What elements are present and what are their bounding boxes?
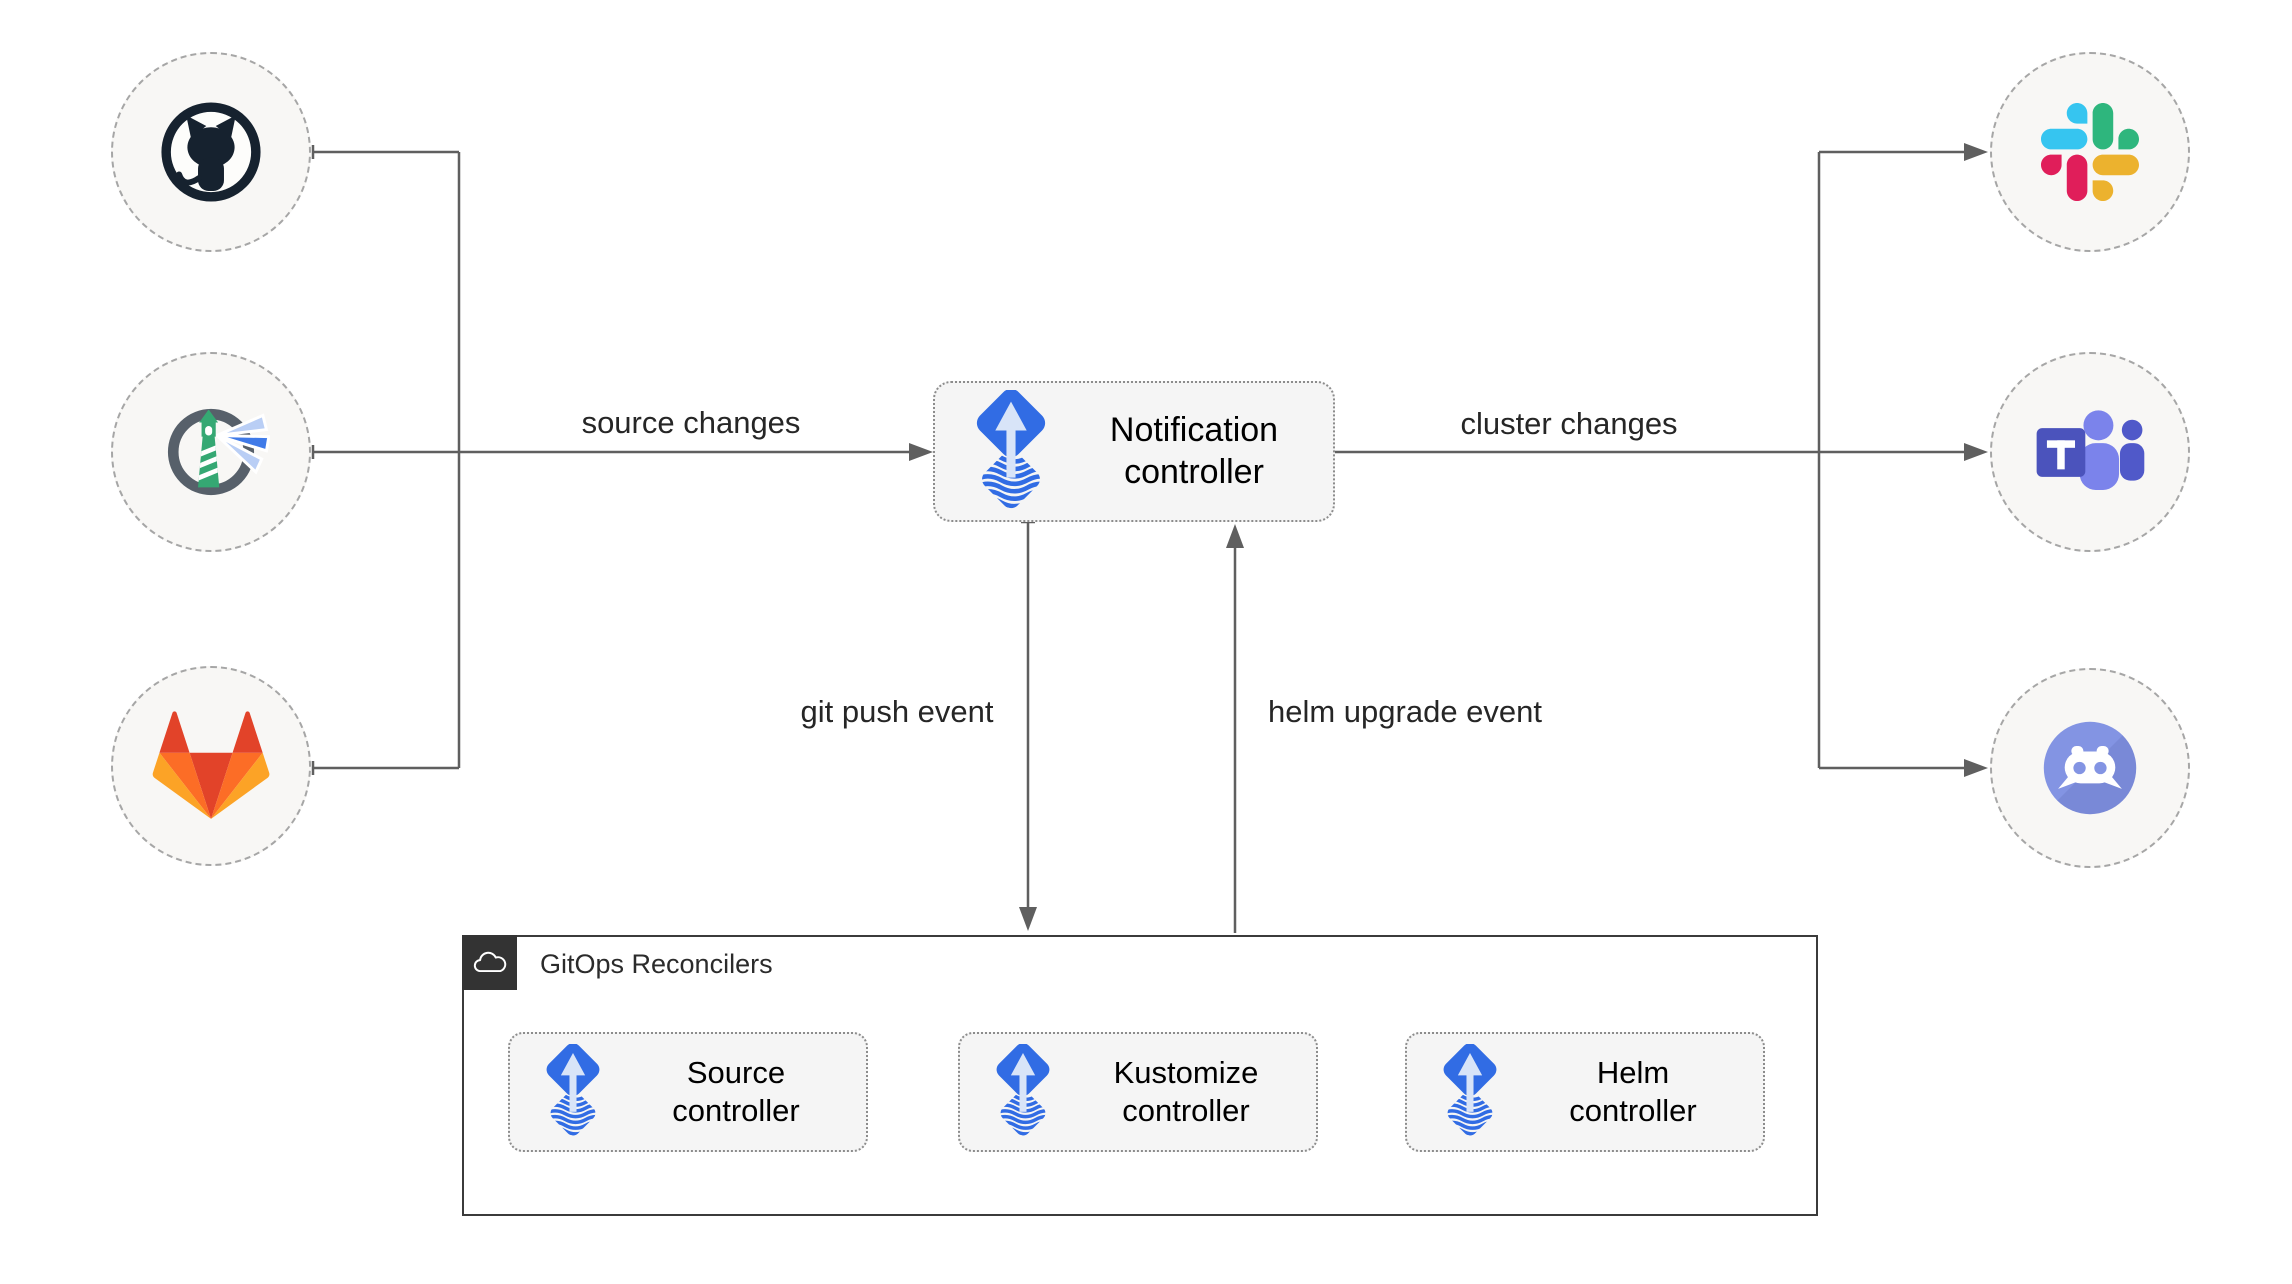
kustomize-controller-box: Kustomize controller [958,1032,1318,1152]
github-node [111,52,311,252]
edge-label-cluster-changes: cluster changes [1460,406,1678,441]
gitlab-node [111,666,311,866]
edge-label-helm-upgrade-event: helm upgrade event [1267,694,1543,729]
cloud-icon [473,951,506,973]
harbor-icon [167,408,270,496]
group-label: GitOps Reconcilers [540,949,773,979]
source-controller-label: Source controller [672,1055,800,1128]
discord-node [1990,668,2190,868]
notification-controller-box: Notification controller [933,381,1335,522]
flux-icon [1437,1044,1503,1140]
discord-icon [2043,721,2137,815]
github-icon [161,102,261,202]
slack-icon [2041,103,2139,201]
teams-icon [2036,409,2145,490]
flux-icon [540,1044,606,1140]
slack-node [1990,52,2190,252]
teams-node [1990,352,2190,552]
flux-icon [967,390,1055,514]
edge-label-source-changes: source changes [581,405,801,440]
kustomize-controller-label: Kustomize controller [1113,1055,1259,1128]
gitlab-icon [152,711,270,819]
source-controller-box: Source controller [508,1032,868,1152]
notification-controller-label: Notification controller [1109,411,1279,491]
group-badge [462,935,517,990]
helm-controller-label: Helm controller [1569,1055,1697,1128]
edge-label-git-push-event: git push event [800,694,994,729]
helm-controller-box: Helm controller [1405,1032,1765,1152]
flux-icon [990,1044,1056,1140]
harbor-node [111,352,311,552]
